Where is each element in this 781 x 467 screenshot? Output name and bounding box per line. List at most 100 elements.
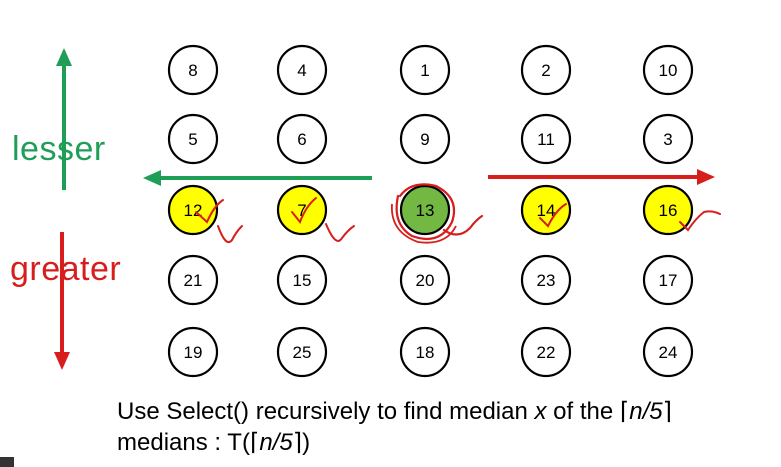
element-value: 15 xyxy=(293,271,312,290)
direction-arrows xyxy=(54,48,715,370)
element-circle xyxy=(520,184,572,236)
caption-line1-mid: of the xyxy=(546,398,620,425)
element-circle xyxy=(276,254,328,306)
grid-element: 7 xyxy=(276,184,328,236)
element-value: 20 xyxy=(416,271,435,290)
median-circle-scribble-2 xyxy=(391,203,457,244)
grid-element: 2 xyxy=(520,44,572,96)
check-mark xyxy=(679,210,721,232)
grid-element: 21 xyxy=(167,254,219,306)
check-mark xyxy=(291,197,355,242)
caption-var-x: x xyxy=(534,398,547,425)
element-circle xyxy=(399,326,451,378)
greater-right-arrow-head xyxy=(697,169,715,185)
element-value: 21 xyxy=(184,271,203,290)
grid-element: 9 xyxy=(399,113,451,165)
caption-line1-prefix: Use Select() recursively to find median xyxy=(117,398,535,425)
caption-n-over-5-2: n/5 xyxy=(259,429,293,456)
ceil-close-2: ⌉ xyxy=(292,429,303,456)
element-value: 4 xyxy=(297,61,306,80)
element-circle xyxy=(399,254,451,306)
grid-element: 20 xyxy=(399,254,451,306)
element-value: 13 xyxy=(416,201,435,220)
element-value: 19 xyxy=(184,343,203,362)
greater-down-arrow-head xyxy=(54,352,70,370)
grid-element: 18 xyxy=(399,326,451,378)
element-circle xyxy=(399,113,451,165)
lesser-label: lesser xyxy=(12,130,106,168)
lesser-left-arrow-head xyxy=(143,170,161,186)
grid-element: 4 xyxy=(276,44,328,96)
element-value: 23 xyxy=(537,271,556,290)
element-circle xyxy=(167,254,219,306)
element-value: 12 xyxy=(184,201,203,220)
grid-element: 6 xyxy=(276,113,328,165)
grid-element: 24 xyxy=(642,326,694,378)
grid-element: 19 xyxy=(167,326,219,378)
element-value: 5 xyxy=(188,130,197,149)
element-circle xyxy=(167,184,219,236)
element-value: 7 xyxy=(297,201,306,220)
grid-element: 12 xyxy=(167,184,219,236)
ceil-close: ⌉ xyxy=(662,398,673,425)
grid-element: 3 xyxy=(642,113,694,165)
element-value: 2 xyxy=(541,61,550,80)
element-circle xyxy=(276,44,328,96)
caption-line2-suffix: ) xyxy=(302,429,311,456)
grid-element: 10 xyxy=(642,44,694,96)
grid-element: 23 xyxy=(520,254,572,306)
element-value: 9 xyxy=(420,130,429,149)
element-circle xyxy=(642,113,694,165)
element-circle xyxy=(520,326,572,378)
caption-line2-prefix: medians : T( xyxy=(117,429,250,456)
corner-marker xyxy=(0,457,14,467)
element-value: 22 xyxy=(537,343,556,362)
grid-element: 15 xyxy=(276,254,328,306)
grid-element: 8 xyxy=(167,44,219,96)
check-annotations xyxy=(195,183,721,244)
caption: Use Select() recursively to find median … xyxy=(117,396,777,458)
grid-element: 14 xyxy=(520,184,572,236)
element-value: 14 xyxy=(537,201,556,220)
element-value: 8 xyxy=(188,61,197,80)
check-mark xyxy=(539,203,567,228)
element-circle xyxy=(167,326,219,378)
check-mark xyxy=(195,199,243,244)
element-circle xyxy=(399,184,451,236)
element-circle xyxy=(276,326,328,378)
grid-element: 13 xyxy=(399,184,451,236)
element-value: 6 xyxy=(297,130,306,149)
element-value: 17 xyxy=(659,271,678,290)
element-circle xyxy=(520,254,572,306)
element-value: 18 xyxy=(416,343,435,362)
element-value: 24 xyxy=(659,343,678,362)
element-circle xyxy=(642,326,694,378)
element-circle xyxy=(399,44,451,96)
element-circle xyxy=(167,113,219,165)
element-value: 16 xyxy=(659,201,678,220)
grid-element: 1 xyxy=(399,44,451,96)
element-value: 10 xyxy=(659,61,678,80)
element-value: 1 xyxy=(420,61,429,80)
median-circle-scribble xyxy=(395,183,484,240)
grid-element: 22 xyxy=(520,326,572,378)
ceil-open: ⌈ xyxy=(619,398,630,425)
element-value: 11 xyxy=(537,130,555,149)
grid-element: 25 xyxy=(276,326,328,378)
lesser-up-arrow-head xyxy=(56,48,72,66)
element-circle xyxy=(520,113,572,165)
ceil-open-2: ⌈ xyxy=(249,429,260,456)
element-circle xyxy=(276,113,328,165)
grid-element: 11 xyxy=(520,113,572,165)
element-circle xyxy=(642,254,694,306)
greater-label: greater xyxy=(10,250,122,288)
element-circle xyxy=(642,44,694,96)
element-value: 25 xyxy=(293,343,312,362)
grid-element: 5 xyxy=(167,113,219,165)
element-circle xyxy=(520,44,572,96)
element-value: 3 xyxy=(663,130,672,149)
caption-n-over-5: n/5 xyxy=(629,398,663,425)
element-circle xyxy=(167,44,219,96)
